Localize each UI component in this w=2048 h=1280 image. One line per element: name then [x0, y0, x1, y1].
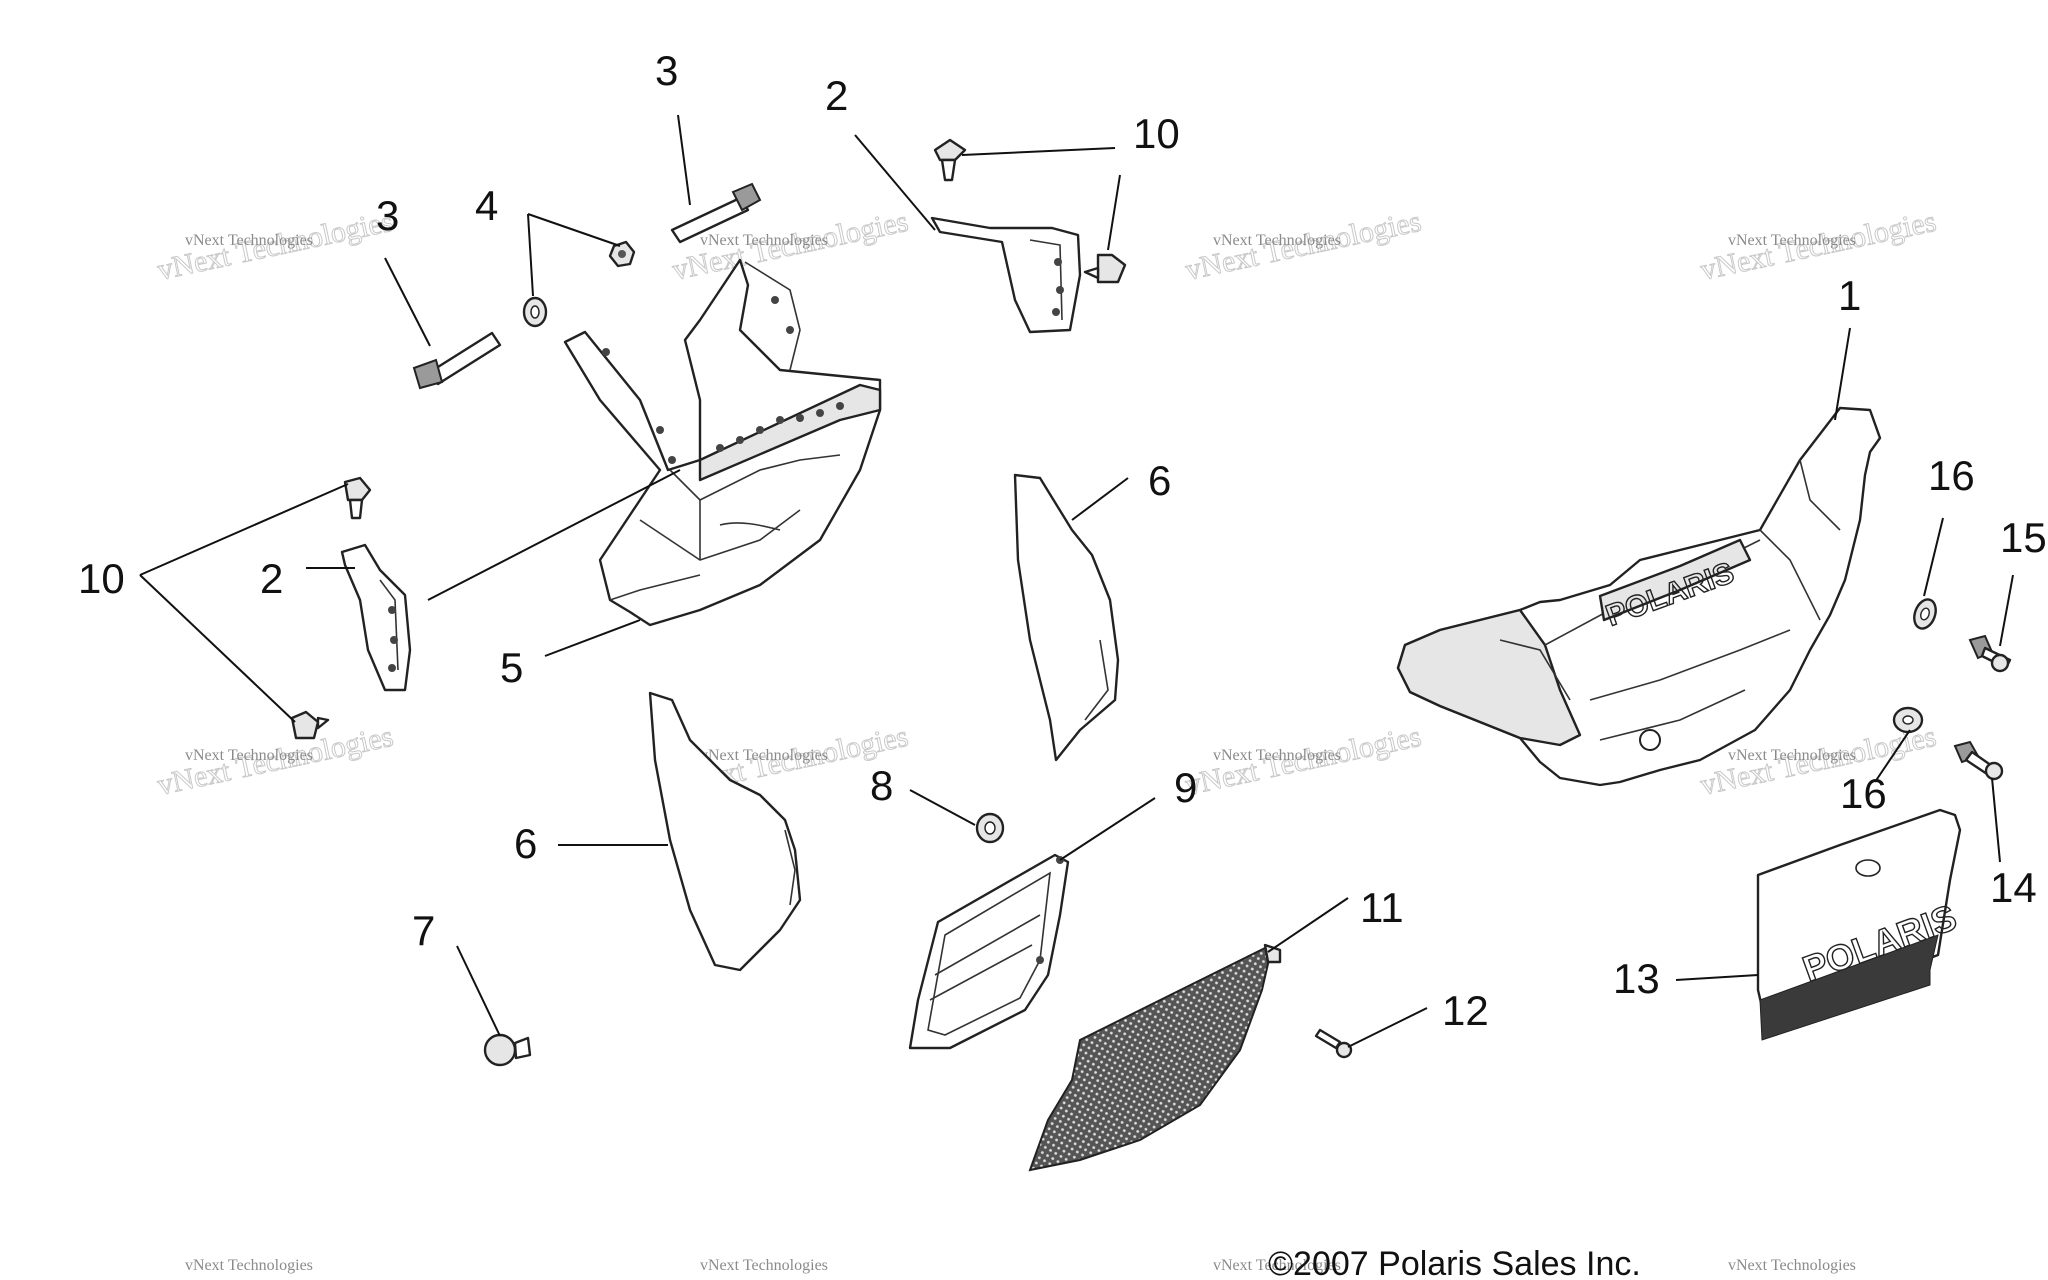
callout-12: 12 [1442, 987, 1489, 1034]
clip-part [483, 1033, 532, 1067]
bracket-part [340, 543, 412, 692]
callout-10: 10 [78, 555, 125, 602]
bolt-part [1953, 740, 2004, 781]
callout-7: 7 [412, 907, 435, 954]
rivet-part [933, 138, 967, 182]
rivet-part [343, 476, 372, 520]
screw-part [1314, 1028, 1353, 1059]
callout-10: 10 [1133, 110, 1180, 157]
callout-5: 5 [500, 644, 523, 691]
callout-11: 11 [1360, 884, 1404, 931]
bumper-frame-part [563, 258, 882, 627]
watermark-small: vNext Technologies [1728, 1257, 1856, 1274]
callout-1: 1 [1838, 272, 1861, 319]
callouts: 3 2 10 3 4 1 16 15 6 10 2 5 16 9 8 6 14 … [78, 47, 2047, 1034]
leader-lines [139, 114, 2014, 1048]
watermark-small: vNext Technologies [185, 232, 313, 249]
callout-6: 6 [1148, 457, 1171, 504]
watermark-small: vNext Technologies [185, 1257, 313, 1274]
watermark-small: vNext Technologies [1728, 232, 1856, 249]
bolt-part [1968, 634, 2012, 673]
callout-14: 14 [1990, 864, 2037, 911]
watermark-small: vNext Technologies [1728, 747, 1856, 764]
watermark-small: vNext Technologies [1213, 747, 1341, 764]
callout-16: 16 [1928, 452, 1975, 499]
bracket-part [930, 216, 1082, 334]
callout-3: 3 [376, 192, 399, 239]
callout-3: 3 [655, 47, 678, 94]
watermark-small: vNext Technologies [700, 747, 828, 764]
bolt-part [670, 182, 762, 244]
callout-15: 15 [2000, 514, 2047, 561]
side-panel-part [648, 691, 802, 972]
watermark-small: vNext Technologies [185, 747, 313, 764]
side-panel-part [1013, 473, 1120, 762]
bolt-part [412, 331, 502, 390]
rivet-part [290, 710, 330, 740]
callout-2: 2 [260, 555, 283, 602]
copyright-notice: ©2007 Polaris Sales Inc. [1268, 1245, 1641, 1280]
rivet-part [1083, 253, 1127, 284]
callout-4: 4 [475, 182, 498, 229]
washer-part [1913, 598, 1937, 630]
grommet-part [975, 812, 1005, 844]
nut-part [608, 240, 636, 268]
callout-8: 8 [870, 762, 893, 809]
callout-6: 6 [514, 820, 537, 867]
callout-16: 16 [1840, 770, 1887, 817]
watermark-small: vNext Technologies [1213, 1257, 1341, 1274]
callout-9: 9 [1174, 764, 1197, 811]
mesh-screen-part [1028, 943, 1282, 1172]
callout-13: 13 [1613, 955, 1660, 1002]
watermark-small: vNext Technologies [1213, 232, 1341, 249]
callout-2: 2 [825, 72, 848, 119]
watermark-small: vNext Technologies [700, 1257, 828, 1274]
front-bumper-part: POLARIS [1396, 406, 1882, 787]
watermark-small: vNext Technologies [700, 232, 828, 249]
grille-frame-part [908, 853, 1070, 1050]
washer-part [522, 296, 548, 328]
washer-part [1892, 706, 1924, 734]
nameplate-part: POLARIS [1756, 808, 1962, 1041]
